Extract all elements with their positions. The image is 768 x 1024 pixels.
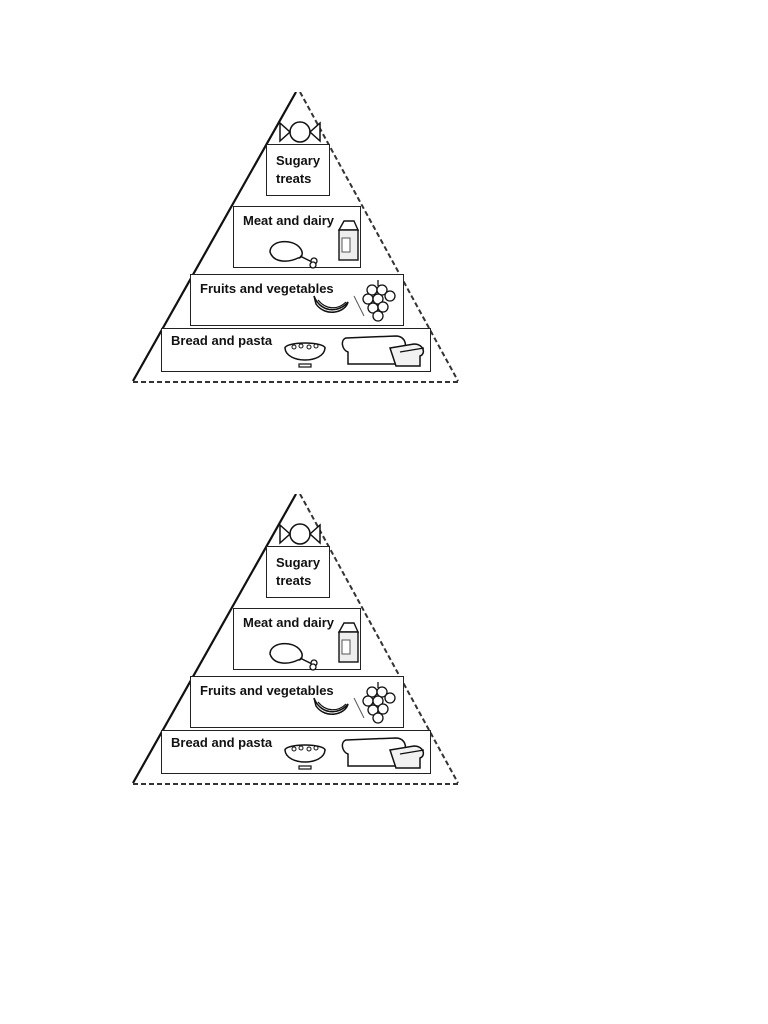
grapes-icon [352, 278, 398, 326]
pyramid-outline [132, 92, 459, 383]
chicken-leg-icon [266, 638, 322, 671]
milk-carton-icon [334, 218, 362, 264]
level-label-bread: Bread and pasta [171, 735, 273, 750]
level-sugary-treats: Sugary treats [266, 546, 330, 598]
pyramid-outline [132, 494, 459, 785]
level-label-fruits: Fruits and vegetables [200, 683, 334, 698]
candy-icon [278, 118, 322, 146]
level-label-meat: Meat and dairy [243, 615, 335, 630]
level-label-bread: Bread and pasta [171, 333, 273, 348]
cereal-bowl-icon [282, 340, 328, 370]
bread-loaf-icon [340, 330, 430, 370]
banana-icon [312, 290, 352, 318]
milk-carton-icon [334, 620, 362, 666]
level-label-sugary: Sugary treats [276, 555, 321, 588]
chicken-leg-icon [266, 236, 322, 269]
candy-icon [278, 520, 322, 548]
level-sugary-treats: Sugary treats [266, 144, 330, 196]
bread-loaf-icon [340, 732, 430, 772]
grapes-icon [352, 680, 398, 728]
cereal-bowl-icon [282, 742, 328, 772]
banana-icon [312, 692, 352, 720]
level-label-sugary: Sugary treats [276, 153, 321, 186]
level-label-fruits: Fruits and vegetables [200, 281, 334, 296]
level-label-meat: Meat and dairy [243, 213, 335, 228]
